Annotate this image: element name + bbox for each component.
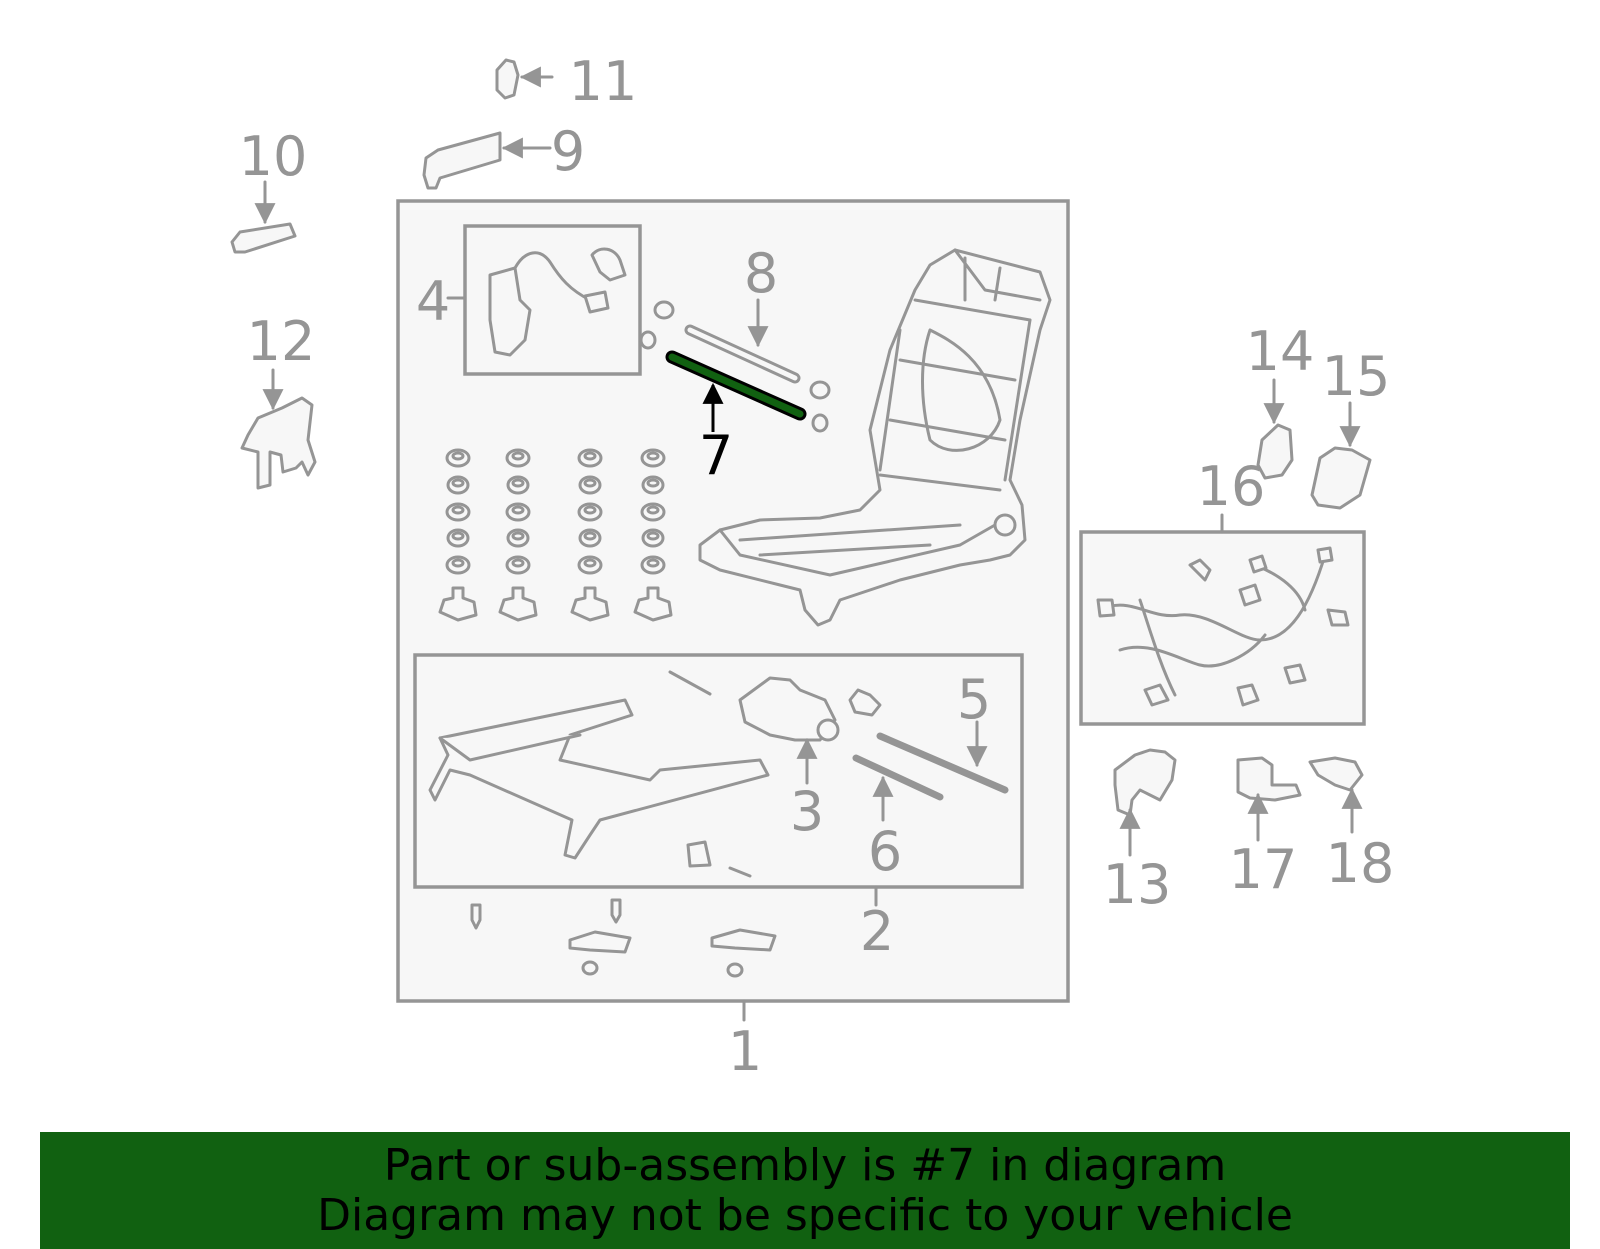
fastener-washer-hole xyxy=(646,531,660,541)
fastener-washer-hole xyxy=(511,505,525,515)
callout-7: 7 xyxy=(699,424,733,487)
callout-10: 10 xyxy=(239,125,308,188)
callout-1: 1 xyxy=(728,1020,762,1083)
part-4-box xyxy=(463,224,642,376)
callout-18: 18 xyxy=(1326,832,1395,895)
callout-6: 6 xyxy=(868,820,902,883)
part-15 xyxy=(1310,446,1372,510)
fastener-washer-hole xyxy=(451,451,465,461)
banner-line-1: Part or sub-assembly is #7 in diagram xyxy=(383,1139,1227,1191)
fastener-washer-hole xyxy=(583,558,597,568)
rod-7-highlighted-fill xyxy=(668,353,804,418)
fastener-bolt xyxy=(498,586,538,622)
callout-labels: 1 2 3 4 5 6 7 8 9 10 11 12 13 14 15 16 1… xyxy=(239,50,1395,1083)
part-9 xyxy=(422,131,502,190)
fastener-washer-hole xyxy=(511,531,525,541)
fastener-washer-hole xyxy=(583,531,597,541)
fastener-bolt xyxy=(438,586,478,622)
part-10 xyxy=(230,222,297,254)
fastener-washer-hole xyxy=(511,478,525,488)
fastener-washer-hole xyxy=(583,505,597,515)
part-13 xyxy=(1113,748,1177,817)
fastener-washer-hole xyxy=(511,451,525,461)
leader-lines xyxy=(254,66,1363,1022)
callout-15: 15 xyxy=(1322,345,1391,408)
part-18 xyxy=(1308,756,1364,792)
fastener-washer-hole xyxy=(583,478,597,488)
callout-12: 12 xyxy=(247,310,316,373)
fastener-washer-hole xyxy=(646,505,660,515)
callout-13: 13 xyxy=(1103,853,1172,916)
fastener-washer-hole xyxy=(583,451,597,461)
fastener-washer-hole xyxy=(451,478,465,488)
part-17 xyxy=(1236,756,1302,802)
fastener-washer-hole xyxy=(451,505,465,515)
fastener-washer-hole xyxy=(646,558,660,568)
callout-5: 5 xyxy=(957,668,991,731)
callout-16: 16 xyxy=(1197,455,1266,518)
callout-2: 2 xyxy=(860,900,894,963)
fastener-washer-hole xyxy=(646,478,660,488)
callout-17: 17 xyxy=(1229,838,1298,901)
rod-8-inner xyxy=(687,327,798,381)
info-banner: Part or sub-assembly is #7 in diagram Di… xyxy=(40,1132,1570,1249)
fastener-columns xyxy=(438,448,673,622)
fastener-bolt xyxy=(570,586,610,622)
part-16-box xyxy=(1079,530,1366,726)
part-14 xyxy=(1256,423,1294,480)
callout-11: 11 xyxy=(569,50,638,113)
bottom-hardware xyxy=(470,898,777,978)
fastener-washer-hole xyxy=(646,451,660,461)
callout-8: 8 xyxy=(744,242,778,305)
banner-line-2: Diagram may not be specific to your vehi… xyxy=(317,1189,1293,1241)
part-11 xyxy=(495,58,520,100)
callout-14: 14 xyxy=(1246,320,1315,383)
fastener-washer-hole xyxy=(451,531,465,541)
fastener-bolt xyxy=(633,586,673,622)
rod-washers xyxy=(639,300,831,433)
callout-9: 9 xyxy=(551,120,585,183)
callout-4: 4 xyxy=(416,270,450,333)
part-12 xyxy=(240,396,317,490)
fastener-washer-hole xyxy=(451,558,465,568)
callout-3: 3 xyxy=(790,780,824,843)
part-2-box xyxy=(413,653,1024,889)
seat-frame xyxy=(698,248,1052,627)
fastener-washer-hole xyxy=(511,558,525,568)
